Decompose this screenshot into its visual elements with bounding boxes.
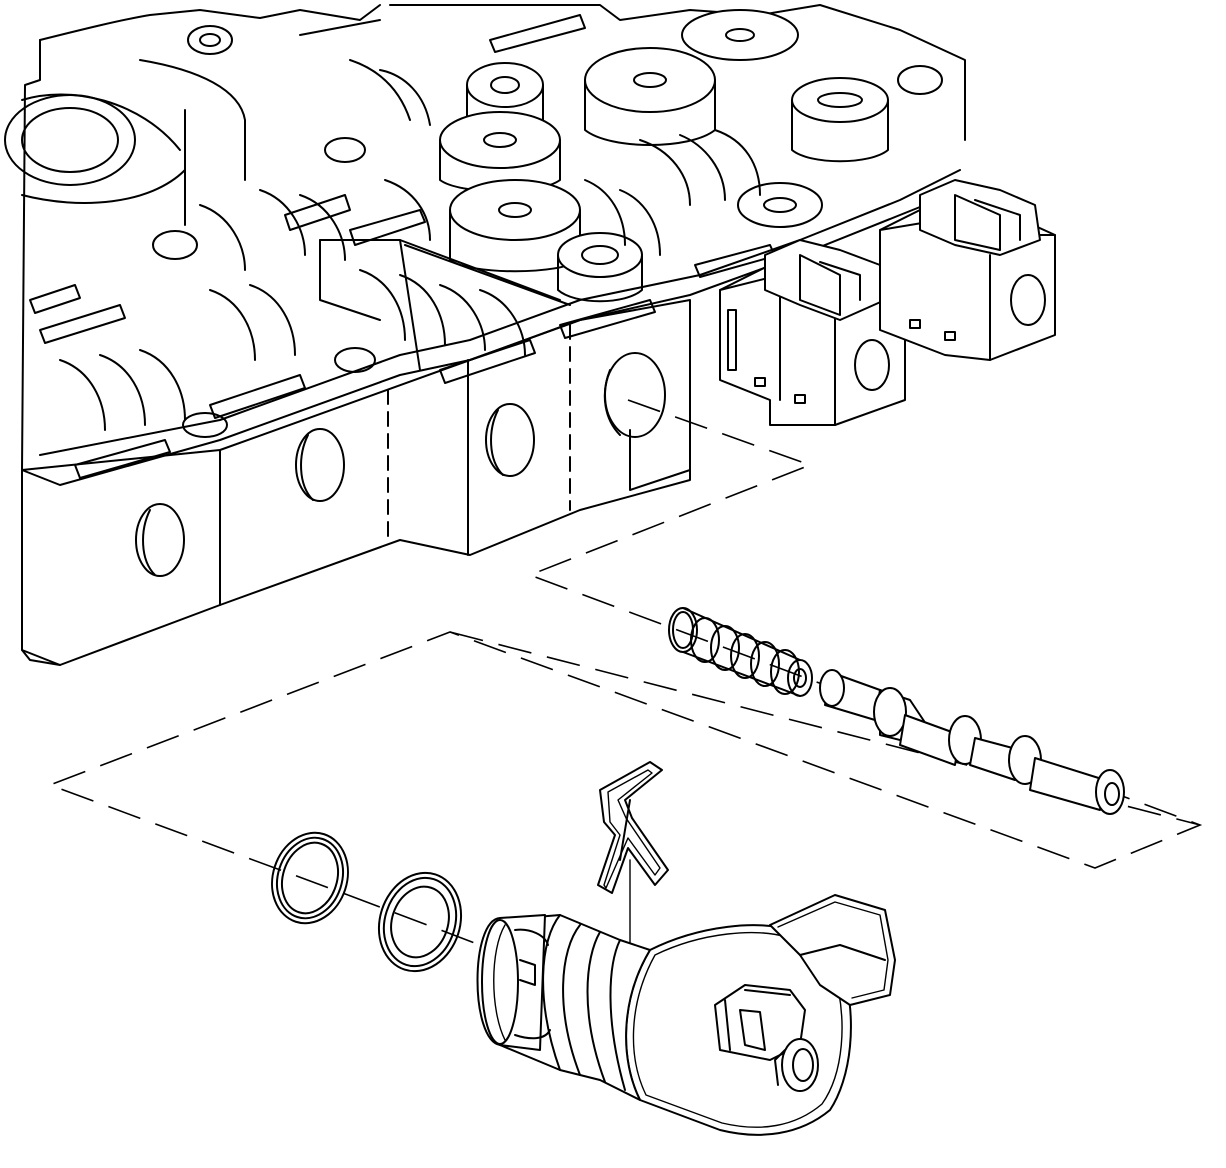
control-valve [819, 669, 1125, 815]
installed-solenoid-connectors [719, 179, 1056, 426]
o-ring-outer [271, 831, 349, 925]
valve-spring [668, 607, 813, 697]
retaining-clip [597, 761, 669, 894]
pressure-control-solenoid [476, 894, 896, 1136]
o-ring-inner [377, 871, 463, 973]
valve-body [4, 4, 976, 666]
